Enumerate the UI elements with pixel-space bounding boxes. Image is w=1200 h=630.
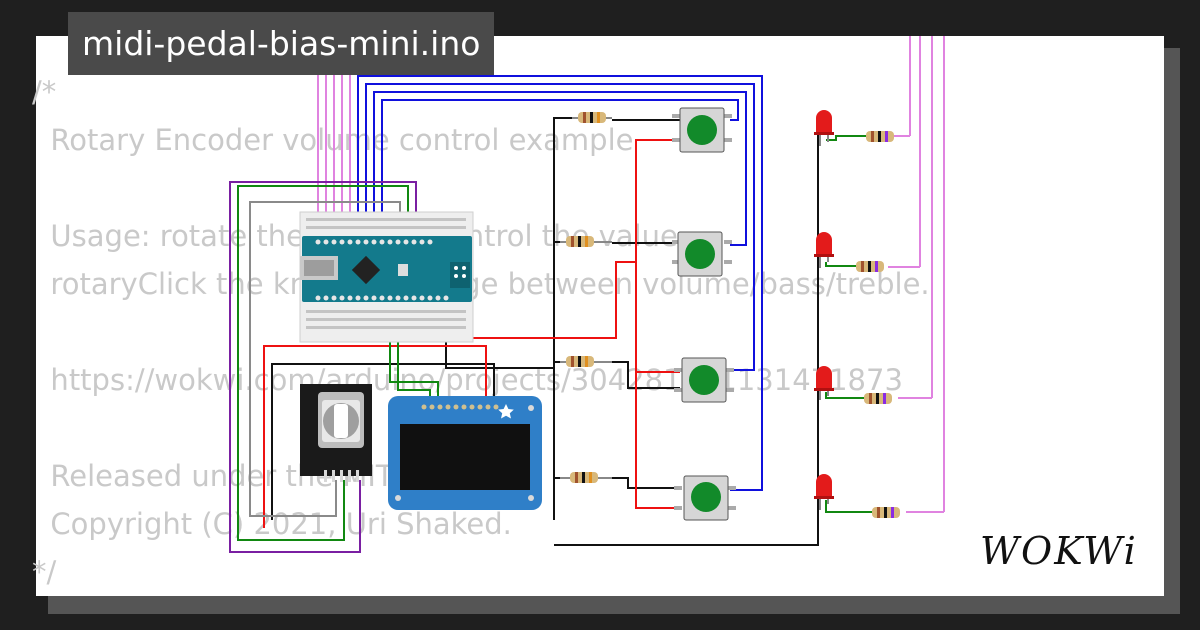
resistor [572,112,612,123]
project-card[interactable] [36,36,1164,596]
project-title[interactable]: midi-pedal-bias-mini.ino [68,12,495,75]
pushbutton[interactable] [672,231,732,277]
led[interactable] [814,110,834,146]
gray-wire [249,201,401,517]
purple-wire [229,181,417,553]
code-line: Rotary Encoder volume control example [32,123,634,157]
arduino-nano[interactable] [300,236,472,302]
resistor [866,131,894,142]
led[interactable] [814,474,834,510]
code-line: */ [32,555,57,589]
green-wires [237,135,872,541]
led[interactable] [814,366,834,400]
code-line: Copyright (C) 2021, Uri Shaked. [32,507,512,541]
resistor [560,356,612,367]
resistor [856,261,884,272]
resistor [872,507,900,518]
blue-wires [357,75,763,491]
resistor-group-leds [856,131,900,518]
wokwi-logo: WOKWi [980,529,1138,573]
pushbutton[interactable] [674,475,736,521]
resistor [560,472,612,483]
resistor [560,236,612,247]
code-line: /* [32,75,57,109]
pushbutton[interactable] [672,107,732,153]
oled-display[interactable] [388,396,542,510]
resistor-group-buttons [560,112,612,483]
led[interactable] [814,232,834,268]
resistor [864,393,892,404]
pushbutton[interactable] [674,357,734,403]
rotary-encoder[interactable] [300,384,372,482]
